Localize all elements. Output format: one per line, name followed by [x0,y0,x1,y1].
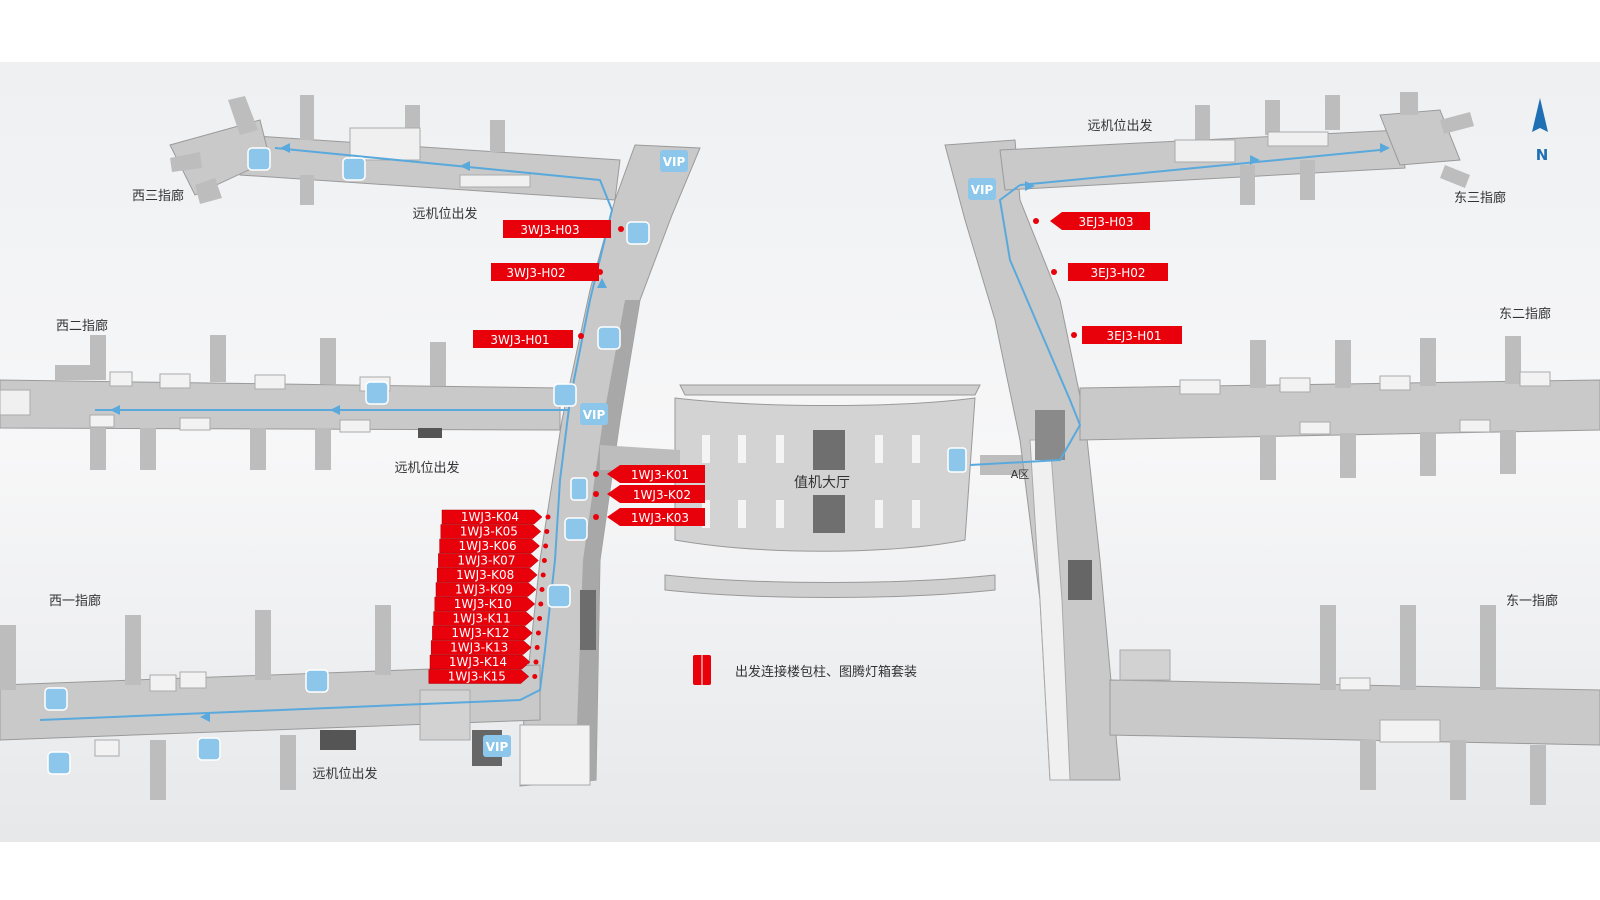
gift-icon [626,221,650,245]
svg-text:VIP: VIP [663,155,686,169]
east-connector [944,139,1121,781]
gift-icon [44,687,68,711]
east3-route [1019,149,1381,186]
svg-text:3WJ3-H02: 3WJ3-H02 [506,266,565,280]
svg-text:1WJ3-K13: 1WJ3-K13 [450,641,508,655]
svg-text:1WJ3-K12: 1WJ3-K12 [451,626,509,640]
svg-text:1WJ3-K10: 1WJ3-K10 [454,597,512,611]
tag-1wj3-k09: 1WJ3-K09 [435,582,545,597]
tag-1wj3-k06: 1WJ3-K06 [439,538,549,554]
east-connector-route [969,184,1082,466]
svg-text:1WJ3-K03: 1WJ3-K03 [631,511,689,525]
svg-text:1WJ3-K01: 1WJ3-K01 [631,468,689,482]
svg-text:1WJ3-K15: 1WJ3-K15 [448,670,506,684]
east2-pier [1079,336,1600,480]
svg-text:1WJ3-K06: 1WJ3-K06 [459,539,517,553]
gift-icon [247,147,271,171]
hall-label: 值机大厅 [794,475,850,491]
remote-label-west2: 远机位出发 [394,460,459,476]
vip-marker-4: VIP [968,178,996,200]
gift-icon [547,584,571,608]
svg-text:1WJ3-K04: 1WJ3-K04 [461,510,519,524]
pier-label-west2: 西二指廊 [56,318,108,334]
hall-gate-label: A区 [1011,468,1030,481]
tag-1wj3-k08: 1WJ3-K08 [436,567,546,583]
svg-text:3EJ3-H01: 3EJ3-H01 [1106,329,1161,343]
svg-text:VIP: VIP [971,183,994,197]
tag-3ej3-h02: 3EJ3-H02 [1051,263,1168,281]
remote-label-west1: 远机位出发 [312,766,377,782]
west-route [39,147,614,721]
gift-icon [365,381,389,405]
east1-pier [1109,605,1600,805]
tag-1wj3-k13: 1WJ3-K13 [430,640,540,655]
west2-pier [0,335,561,470]
vip-marker-2: VIP [580,403,608,425]
svg-text:3WJ3-H03: 3WJ3-H03 [520,223,579,237]
gift-icon [597,326,621,350]
tag-3wj3-h02: 3WJ3-H02 [491,263,603,281]
gift-icon [342,157,366,181]
svg-text:1WJ3-K08: 1WJ3-K08 [456,568,514,582]
svg-text:3WJ3-H01: 3WJ3-H01 [490,333,549,347]
tag-3ej3-h01: 3EJ3-H01 [1071,326,1182,344]
svg-text:1WJ3-K02: 1WJ3-K02 [633,488,691,502]
svg-text:N: N [1536,146,1549,164]
gift-icon [47,751,71,775]
tag-1wj3-k10: 1WJ3-K10 [434,596,544,612]
pier-label-east2: 东二指廊 [1499,306,1551,322]
tag-1wj3-k04: 1WJ3-K04 [441,509,551,525]
svg-text:1WJ3-K11: 1WJ3-K11 [453,612,511,626]
svg-text:VIP: VIP [486,740,509,754]
restroom-icon [570,477,588,501]
tag-1wj3-k14: 1WJ3-K14 [429,654,539,670]
tag-1wj3-k01: 1WJ3-K01 [593,465,705,483]
gift-icon [564,517,588,541]
svg-text:3EJ3-H02: 3EJ3-H02 [1090,266,1145,280]
tag-1wj3-k07: 1WJ3-K07 [438,553,547,568]
north-arrow-icon: N [1532,98,1548,164]
pier-label-west1: 西一指廊 [49,593,101,609]
tag-3wj3-h03: 3WJ3-H03 [503,220,624,238]
legend-label: 出发连接楼包柱、图腾灯箱套装 [735,664,917,680]
tag-1wj3-k11: 1WJ3-K11 [433,611,543,626]
pier-label-east1: 东一指廊 [1506,593,1558,609]
facility-icons [44,147,967,775]
tag-1wj3-k03: 1WJ3-K03 [593,508,705,526]
west3-pier [169,95,621,205]
svg-text:1WJ3-K09: 1WJ3-K09 [455,583,513,597]
remote-label-east3: 远机位出发 [1087,118,1152,134]
svg-text:1WJ3-K07: 1WJ3-K07 [457,554,515,568]
tag-1wj3-k05: 1WJ3-K05 [440,524,550,539]
svg-text:1WJ3-K14: 1WJ3-K14 [449,655,507,669]
tag-3wj3-h01: 3WJ3-H01 [473,330,584,348]
svg-text:1WJ3-K05: 1WJ3-K05 [460,525,518,539]
svg-text:VIP: VIP [583,408,606,422]
east3-pier [999,92,1474,205]
gift-icon [553,383,577,407]
tag-1wj3-k12: 1WJ3-K12 [432,625,541,641]
restroom-icon [947,447,967,473]
gift-icon [305,669,329,693]
vip-marker-3: VIP [483,735,511,757]
svg-text:3EJ3-H03: 3EJ3-H03 [1078,215,1133,229]
vip-marker-1: VIP [660,150,688,172]
pier-label-west3: 西三指廊 [132,188,184,204]
legend: 出发连接楼包柱、图腾灯箱套装 [693,655,917,685]
tag-1wj3-k15: 1WJ3-K15 [428,669,538,684]
tag-3ej3-h03: 3EJ3-H03 [1033,212,1150,230]
pier-label-east3: 东三指廊 [1454,190,1506,206]
k-tag-stack: 1WJ3-K041WJ3-K051WJ3-K061WJ3-K071WJ3-K08… [428,509,551,684]
remote-label-west3: 远机位出发 [412,206,477,222]
route-arrows [110,143,1390,722]
gift-icon [197,737,221,761]
west1-pier [0,605,541,800]
tag-1wj3-k02: 1WJ3-K02 [593,485,705,503]
